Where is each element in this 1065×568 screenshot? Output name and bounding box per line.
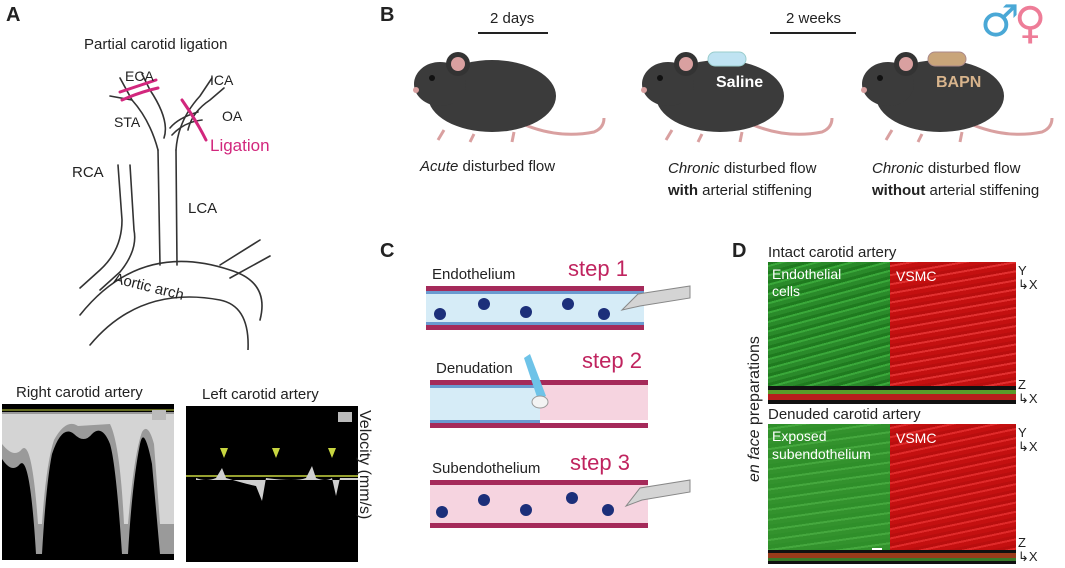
subendothelium-label-line1: Exposed bbox=[772, 428, 827, 444]
endothelial-label-line1: Endothelial bbox=[772, 266, 842, 282]
cross-section-strip bbox=[768, 550, 890, 564]
panel-b-letter: B bbox=[380, 4, 395, 26]
en-face-side-label: en face preparations bbox=[746, 336, 763, 482]
micrograph-exposed-subendothelium: Exposed subendothelium bbox=[768, 424, 890, 564]
timeline-bar-1 bbox=[478, 32, 548, 34]
step1-number: step 1 bbox=[568, 256, 628, 281]
label-ligation: Ligation bbox=[210, 136, 270, 155]
male-symbol: ♂ bbox=[980, 0, 1020, 47]
left-carotid-title: Left carotid artery bbox=[202, 386, 319, 403]
caption-acute: Acute disturbed flow bbox=[420, 158, 556, 175]
label-lca: LCA bbox=[188, 200, 218, 217]
time-label-2-days: 2 days bbox=[490, 10, 535, 27]
vessel-step1 bbox=[426, 285, 691, 330]
panel-a-letter: A bbox=[6, 4, 21, 26]
female-symbol: ♀ bbox=[1014, 0, 1047, 49]
mouse-bapn bbox=[861, 51, 1054, 143]
endothelial-label-line2: cells bbox=[772, 283, 801, 299]
axis-z-top: Z ↳X bbox=[1018, 377, 1038, 406]
timeline-bar-2 bbox=[770, 32, 856, 34]
vessel-step2 bbox=[430, 354, 648, 428]
mouse-acute bbox=[413, 52, 606, 143]
step2-number: step 2 bbox=[582, 348, 642, 373]
caption-chronic-with: Chronic disturbed flow with arterial sti… bbox=[668, 160, 817, 199]
panel-a-title: Partial carotid ligation bbox=[84, 36, 228, 53]
axis-y-top: Y ↳X bbox=[1018, 263, 1038, 292]
left-carotid-doppler bbox=[186, 406, 358, 562]
step2-label: Denudation bbox=[436, 360, 513, 377]
scale-bar bbox=[872, 548, 882, 550]
micrograph-vsmc-denuded: VSMC bbox=[890, 424, 1016, 564]
step3-number: step 3 bbox=[570, 450, 630, 475]
pump-label-saline: Saline bbox=[716, 74, 764, 91]
cross-section-strip bbox=[890, 550, 1016, 564]
right-carotid-title: Right carotid artery bbox=[16, 384, 143, 401]
step1-label: Endothelium bbox=[432, 266, 516, 283]
intact-artery-title: Intact carotid artery bbox=[768, 244, 897, 261]
label-rca: RCA bbox=[72, 164, 104, 181]
step3-label: Subendothelium bbox=[432, 460, 541, 477]
vessel-step3 bbox=[430, 479, 691, 528]
cross-section-strip bbox=[890, 386, 1016, 404]
axis-z-bottom: Z ↳X bbox=[1018, 535, 1038, 564]
velocity-axis-label: Velocity (mm/s) bbox=[356, 410, 373, 520]
pump-label-bapn: BAPN bbox=[936, 74, 982, 91]
label-oa: OA bbox=[222, 108, 243, 124]
carotid-anatomy-diagram bbox=[79, 73, 271, 350]
micrograph-vsmc-intact: VSMC bbox=[890, 262, 1016, 404]
subendothelium-label-line2: subendothelium bbox=[772, 446, 871, 462]
micrograph-endothelial-cells: Endothelial cells bbox=[768, 262, 890, 404]
axis-y-bottom: Y ↳X bbox=[1018, 425, 1038, 454]
vsmc-label-top: VSMC bbox=[896, 268, 937, 284]
label-ica: ICA bbox=[210, 72, 234, 88]
denuded-artery-title: Denuded carotid artery bbox=[768, 406, 921, 423]
panel-c-letter: C bbox=[380, 240, 395, 262]
cross-section-strip bbox=[768, 386, 890, 404]
right-carotid-doppler bbox=[2, 404, 174, 560]
vsmc-label-bottom: VSMC bbox=[896, 430, 937, 446]
caption-chronic-without: Chronic disturbed flow without arterial … bbox=[872, 160, 1040, 199]
label-eca: ECA bbox=[125, 68, 154, 84]
label-sta: STA bbox=[114, 114, 141, 130]
panel-d-letter: D bbox=[732, 240, 747, 262]
mouse-saline bbox=[641, 51, 834, 143]
time-label-2-weeks: 2 weeks bbox=[786, 10, 842, 27]
